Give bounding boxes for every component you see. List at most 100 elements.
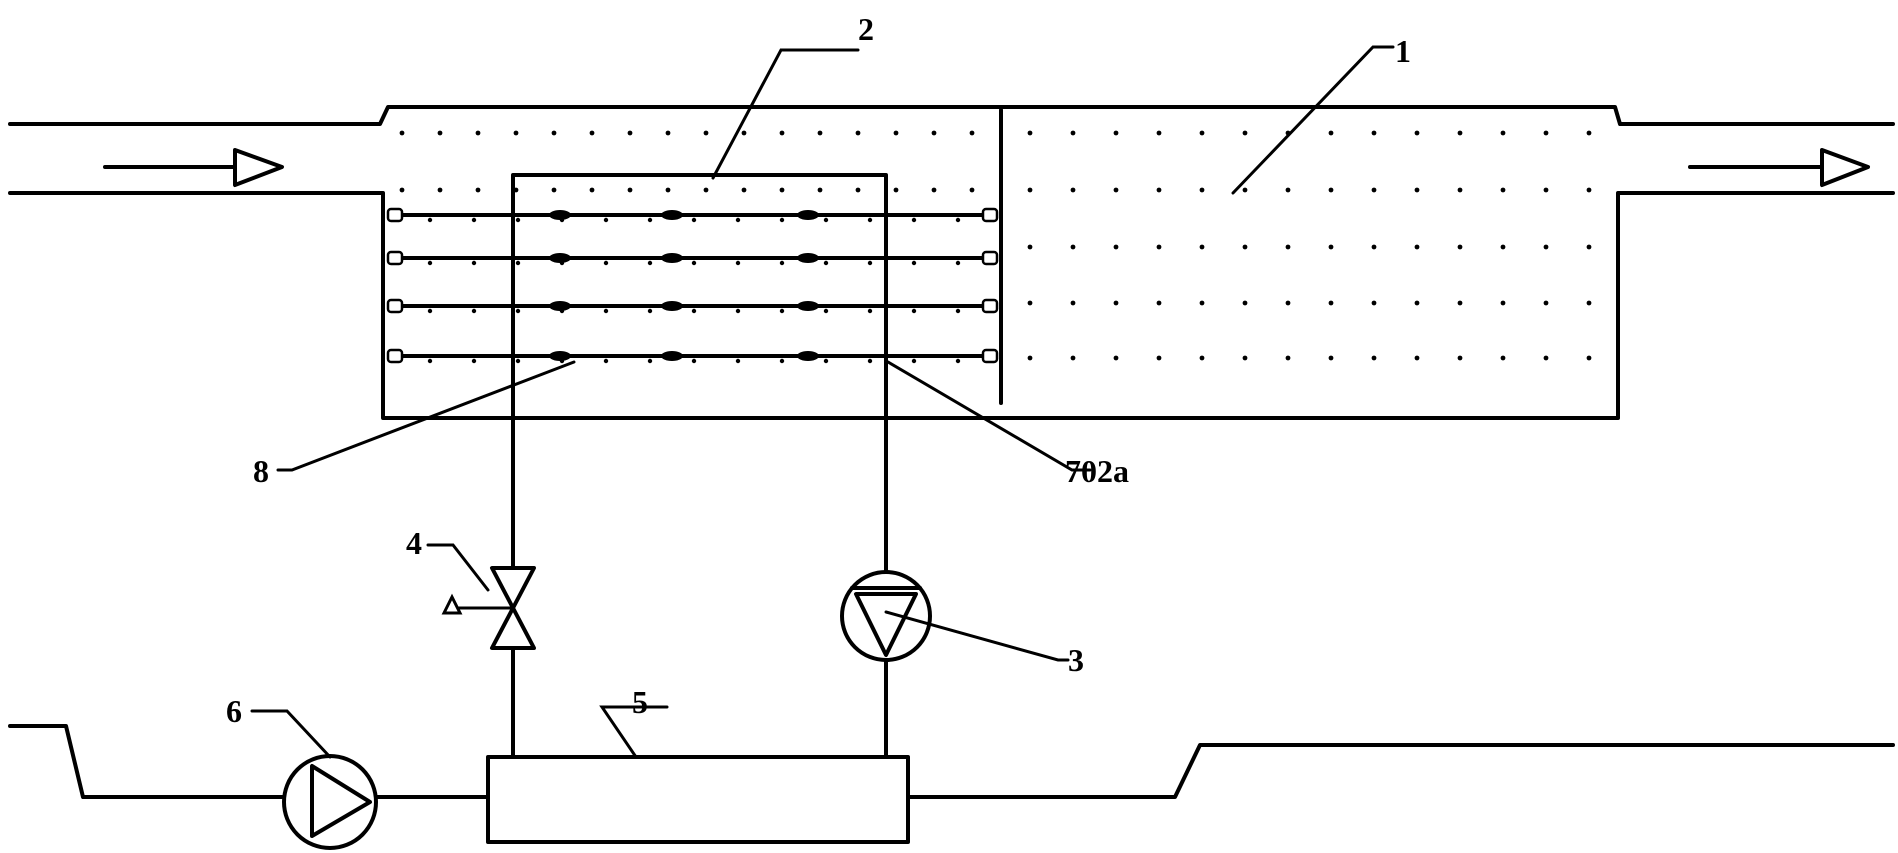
fluid-dot xyxy=(1371,355,1377,361)
fluid-dot xyxy=(1070,187,1076,193)
fluid-dot xyxy=(1070,355,1076,361)
fluid-dot xyxy=(1199,244,1205,250)
fluid-dot xyxy=(1371,300,1377,306)
nozzle-droplet xyxy=(735,217,741,223)
feed-pump xyxy=(282,754,378,850)
nozzle-droplet xyxy=(779,217,785,223)
nozzle xyxy=(661,351,683,361)
nozzle-droplet xyxy=(779,260,785,266)
control-valve xyxy=(441,566,536,650)
fluid-dot xyxy=(1414,355,1420,361)
nozzle-droplet xyxy=(603,358,609,364)
fluid-dot xyxy=(1457,130,1463,136)
pipe-end-cap xyxy=(981,250,999,266)
fluid-dot xyxy=(779,130,785,136)
fluid-dot xyxy=(931,187,937,193)
fluid-dot xyxy=(665,130,671,136)
nozzle xyxy=(661,253,683,263)
fluid-dot xyxy=(1328,355,1334,361)
nozzle-droplet xyxy=(603,217,609,223)
fluid-dot xyxy=(1285,244,1291,250)
inlet-flow-arrow xyxy=(103,148,284,187)
label-6: 6 xyxy=(226,693,242,729)
nozzle-droplet xyxy=(867,308,873,314)
heat-exchanger-box xyxy=(486,755,910,844)
outlet-flow-arrow xyxy=(1688,148,1870,187)
nozzle-droplet xyxy=(779,358,785,364)
nozzle-droplet xyxy=(471,217,477,223)
nozzle-droplet xyxy=(603,308,609,314)
nozzle-droplet xyxy=(867,358,873,364)
fluid-dot xyxy=(931,130,937,136)
fluid-dot xyxy=(1543,300,1549,306)
fluid-dot xyxy=(1113,130,1119,136)
nozzle-droplet xyxy=(471,358,477,364)
lower-circuit xyxy=(511,416,888,759)
fluid-dot xyxy=(1156,130,1162,136)
fluid-dot xyxy=(1457,187,1463,193)
nozzle-droplet xyxy=(955,217,961,223)
nozzle xyxy=(797,253,819,263)
fluid-dot xyxy=(703,130,709,136)
nozzle-droplet xyxy=(955,308,961,314)
label-5: 5 xyxy=(632,684,648,720)
fluid-dot xyxy=(627,130,633,136)
distribution-pipes xyxy=(386,207,999,364)
nozzle-droplet xyxy=(559,217,565,223)
fluid-dot xyxy=(665,187,671,193)
fluid-dot xyxy=(1457,244,1463,250)
fluid-dot xyxy=(969,130,975,136)
nozzle-droplet xyxy=(515,358,521,364)
fluid-dot xyxy=(1500,355,1506,361)
fluid-dot xyxy=(1113,187,1119,193)
fluid-dot xyxy=(1199,187,1205,193)
fluid-dot xyxy=(589,187,595,193)
fluid-dot xyxy=(1543,130,1549,136)
nozzle-droplet xyxy=(647,358,653,364)
fluid-dot xyxy=(1500,130,1506,136)
nozzle-droplet xyxy=(427,308,433,314)
nozzle-droplet xyxy=(647,308,653,314)
fluid-dot xyxy=(1414,130,1420,136)
fluid-dot xyxy=(1156,300,1162,306)
fluid-dot xyxy=(627,187,633,193)
pipe-end-cap xyxy=(386,298,404,314)
nozzle-droplet xyxy=(515,217,521,223)
nozzle-droplet xyxy=(823,217,829,223)
fluid-dot xyxy=(1070,130,1076,136)
fluid-dot xyxy=(437,187,443,193)
fluid-dot xyxy=(1027,355,1033,361)
label-1: 1 xyxy=(1395,33,1411,69)
label-702a: 702a xyxy=(1065,453,1129,489)
fluid-dot xyxy=(1586,355,1592,361)
nozzle xyxy=(661,210,683,220)
nozzle-droplet xyxy=(647,217,653,223)
fluid-dot xyxy=(589,130,595,136)
fluid-dot xyxy=(1543,187,1549,193)
fluid-dot xyxy=(893,187,899,193)
fluid-dot xyxy=(1414,187,1420,193)
nozzle-droplet xyxy=(515,308,521,314)
fluid-dot xyxy=(1113,244,1119,250)
fluid-dot xyxy=(1199,130,1205,136)
fluid-dot xyxy=(1371,130,1377,136)
nozzle-droplet xyxy=(559,358,565,364)
nozzle-droplet xyxy=(515,260,521,266)
fluid-dot xyxy=(513,130,519,136)
fluid-dot xyxy=(1586,187,1592,193)
label-2: 2 xyxy=(858,11,874,47)
fluid-dot xyxy=(1285,187,1291,193)
nozzle-droplet xyxy=(867,260,873,266)
fluid-dot xyxy=(1070,300,1076,306)
fluid-dot xyxy=(1242,300,1248,306)
fluid-dot xyxy=(1586,244,1592,250)
pipe-end-cap xyxy=(981,207,999,223)
fluid-dot xyxy=(1500,187,1506,193)
fluid-dots-left xyxy=(399,130,975,193)
fluid-dot xyxy=(1371,244,1377,250)
nozzle xyxy=(797,210,819,220)
nozzle-droplet xyxy=(955,260,961,266)
fluid-dot xyxy=(1457,355,1463,361)
fluid-dot xyxy=(741,187,747,193)
